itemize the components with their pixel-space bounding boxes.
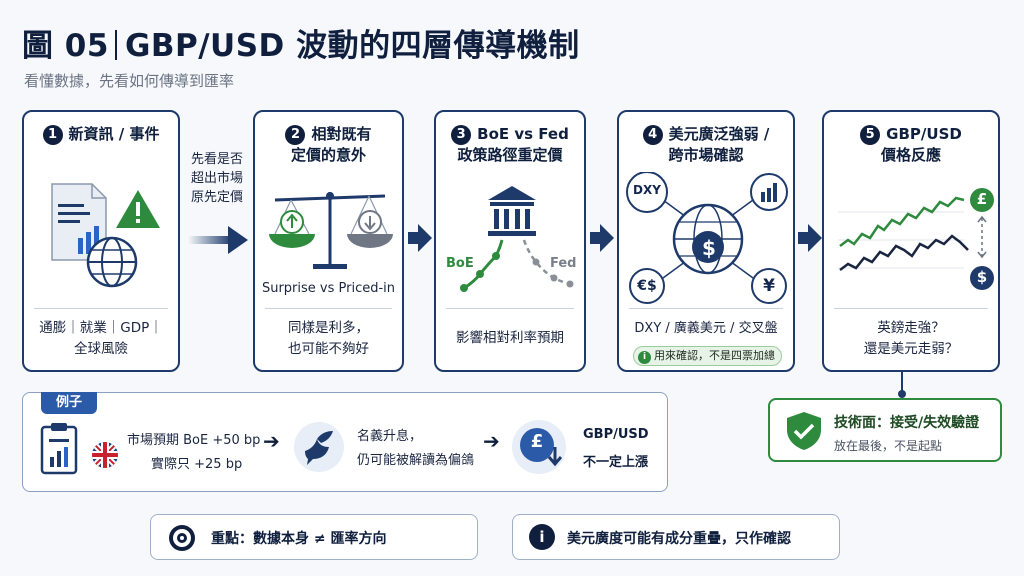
step-number: 3	[451, 125, 472, 145]
example-result-1: GBP/USD	[583, 427, 649, 442]
step-title-line: BoE vs Fed	[477, 125, 569, 143]
price-chart-icon	[838, 188, 994, 290]
text-line: 也可能不夠好	[288, 341, 369, 357]
example-box: 例子 市場預期 BoE +50 bp 實際只 +25 bp ➔ 名義升息， 仍可…	[22, 392, 668, 492]
step-3-text: 影響相對利率預期	[456, 330, 564, 346]
step-2-title: 2 相對既有 定價的意外	[255, 124, 402, 165]
scale-icon	[269, 192, 393, 269]
connector-line	[898, 372, 906, 398]
step-4-title: 4 美元廣泛強弱 / 跨市場確認	[619, 124, 793, 165]
yen-label: ¥	[763, 276, 775, 296]
surprise-check-label: 先看是否 超出市場 原先定價	[186, 150, 248, 207]
technical-sub: 放在最後，不是起點	[834, 439, 943, 453]
example-result-2: 不一定上漲	[583, 455, 649, 470]
title-text: GBP/USD 波動的四層傳導機制	[124, 28, 580, 64]
step-title-line: 新資訊 / 事件	[68, 125, 160, 143]
step-number: 5	[860, 125, 881, 145]
step-5-text: 英鎊走強？ 還是美元走弱？	[824, 318, 998, 360]
globe-icon	[86, 236, 138, 288]
chart-bars-icon	[750, 173, 788, 211]
page-subtitle: 看懂數據，先看如何傳導到匯率	[24, 72, 235, 90]
step-5-title: 5 GBP/USD 價格反應	[824, 124, 998, 165]
step-number: 4	[642, 125, 663, 145]
card-divider	[834, 308, 988, 309]
surprise-vs-priced-in-label: Surprise vs Priced-in	[261, 281, 396, 296]
fed-label: Fed	[550, 256, 577, 271]
step-card-4: 4 美元廣泛強弱 / 跨市場確認 DXY $ €$ ¥ DXY / 廣義美元 / …	[617, 110, 795, 372]
text-line: 全球風險	[74, 341, 128, 357]
dollar-icon: $	[976, 268, 988, 286]
card-divider	[34, 308, 168, 309]
example-middle-1: 名義升息，	[357, 429, 423, 444]
text-line: 通膨｜就業｜GDP｜	[39, 320, 163, 336]
arrow-right-icon	[408, 224, 432, 252]
step-title-line: 跨市場確認	[668, 146, 744, 164]
info-icon: i	[529, 524, 555, 550]
step-1-title: 1 新資訊 / 事件	[24, 124, 178, 145]
step-2-text: 同樣是利多， 也可能不夠好	[255, 318, 402, 360]
pound-down-icon	[512, 420, 566, 474]
label-line: 原先定價	[190, 190, 243, 205]
step-3-title: 3 BoE vs Fed 政策路徑重定價	[436, 124, 584, 165]
example-actual: 實際只 +25 bp	[151, 457, 243, 472]
text-line: 還是美元走弱？	[863, 341, 959, 357]
label-line: 先看是否	[190, 152, 243, 167]
example-expectation: 市場預期 BoE +50 bp	[127, 433, 261, 448]
confirm-note-text: 用來確認，不是四票加總	[654, 349, 775, 362]
step-title-line: GBP/USD	[886, 125, 962, 143]
arrow-right-icon	[188, 226, 248, 254]
info-pill: i 美元廣度可能有成分重疊，只作確認	[512, 514, 840, 560]
step-number: 1	[42, 125, 63, 145]
figure-number: 圖 05	[22, 28, 109, 64]
arrow-right-icon	[590, 224, 614, 252]
step-card-3: 3 BoE vs Fed 政策路徑重定價 BoE Fed 影響相對利率預期	[434, 110, 586, 372]
step-4-text: DXY / 廣義美元 / 交叉盤	[634, 321, 778, 336]
shield-check-icon	[787, 412, 821, 450]
text-line: 同樣是利多，	[288, 320, 369, 336]
step-title-line: 美元廣泛強弱 /	[668, 125, 770, 143]
label-line: 超出市場	[190, 171, 243, 186]
step-card-2: 2 相對既有 定價的意外 Surprise vs Priced-in 同樣是利多，…	[253, 110, 404, 372]
step-1-text: 通膨｜就業｜GDP｜ 全球風險	[24, 318, 178, 360]
info-text: 美元廣度可能有成分重疊，只作確認	[567, 531, 791, 547]
dollar-symbol: $	[702, 236, 716, 260]
clipboard-chart-icon	[40, 423, 78, 475]
example-tag: 例子	[41, 392, 97, 414]
step-title-line: 相對既有	[311, 125, 372, 143]
key-point-pill: 重點：數據本身 ≠ 匯率方向	[150, 514, 478, 560]
example-middle-2: 仍可能被解讀為偏鴿	[357, 453, 475, 468]
technical-box: 技術面：接受/失效驗證 放在最後，不是起點	[768, 398, 1002, 462]
boe-label: BoE	[446, 256, 474, 271]
card-divider	[446, 308, 574, 309]
uk-flag-icon	[92, 442, 118, 468]
arrow-right-icon	[798, 224, 822, 252]
bank-icon	[460, 186, 574, 292]
step-title-line: 政策路徑重定價	[457, 146, 563, 164]
target-icon	[169, 525, 195, 551]
pound-icon: £	[976, 190, 988, 208]
pound-symbol: £	[530, 431, 544, 452]
card-divider	[629, 308, 783, 309]
info-icon: i	[638, 351, 651, 364]
euro-dollar-label: €$	[637, 278, 657, 294]
dollar-globe-icon	[626, 172, 788, 304]
step-title-line: 定價的意外	[290, 146, 366, 164]
text-line: 英鎊走強？	[877, 320, 945, 336]
document-chart-icon	[51, 183, 160, 288]
dxy-label: DXY	[633, 183, 661, 197]
title-separator	[114, 30, 117, 60]
warning-icon	[116, 190, 160, 228]
step-card-5: 5 GBP/USD 價格反應 £ $ 英鎊走強？ 還是美元走弱？	[822, 110, 1000, 372]
step-card-1: 1 新資訊 / 事件 通膨｜就業｜GDP｜ 全球風險	[22, 110, 180, 372]
card-divider	[265, 308, 392, 309]
step-number: 2	[285, 125, 306, 145]
step-title-line: 價格反應	[880, 146, 941, 164]
page-title: 圖 05 GBP/USD 波動的四層傳導機制	[22, 20, 580, 65]
dove-icon	[294, 422, 344, 472]
technical-title: 技術面：接受/失效驗證	[834, 415, 980, 431]
key-point-text: 重點：數據本身 ≠ 匯率方向	[211, 531, 387, 547]
arrow-right-icon: ➔	[483, 429, 500, 453]
arrow-right-icon: ➔	[263, 429, 280, 453]
